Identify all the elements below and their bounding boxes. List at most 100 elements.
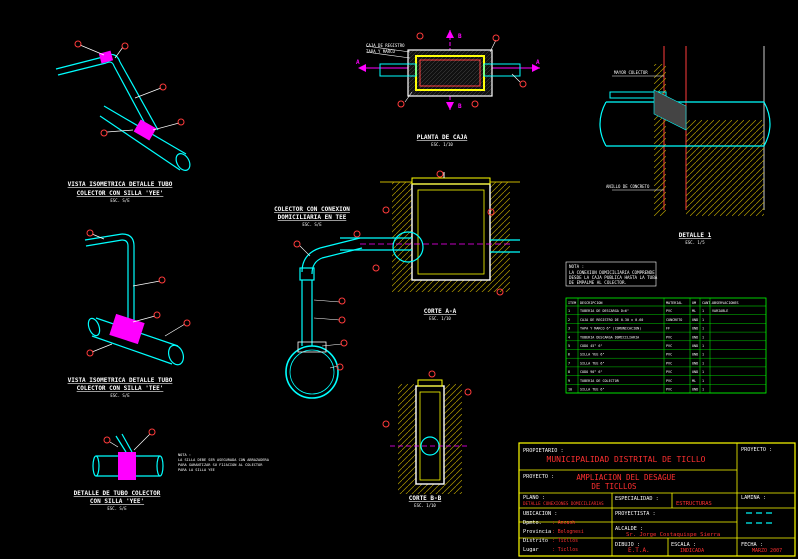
table-cell: SILLA TEE 6"	[580, 388, 605, 392]
table-cell: PVC	[666, 370, 672, 374]
table-cell: UND	[692, 318, 698, 322]
table-cell: VARIABLE	[712, 309, 728, 313]
table-cell: CONCRETO	[666, 318, 682, 322]
iso2-title-line2: COLECTOR CON SILLA 'TEE'	[77, 385, 164, 392]
table-cell: UND	[692, 361, 698, 365]
det1-title: DETALLE 1	[679, 232, 712, 239]
section-a-right: A	[536, 59, 540, 66]
table-cell: ML	[692, 309, 696, 313]
table-header-cell: OBSERVACIONES	[712, 301, 739, 305]
iso1-title-line1: VISTA ISOMETRICA DETALLE TUBO	[68, 181, 173, 188]
table-cell: UND	[692, 344, 698, 348]
isometric-yee-view	[55, 40, 191, 171]
svg-text:ANILLO DE CONCRETO: ANILLO DE CONCRETO	[606, 184, 650, 189]
section-aa-view	[340, 170, 520, 296]
propietario-label: PROPIETARIO :	[523, 448, 564, 454]
tube-detail-view	[92, 428, 164, 480]
iso2-title-line1: VISTA ISOMETRICA DETALLE TUBO	[68, 377, 173, 384]
conn-title-line2: DOMICILIARIA EN TEE	[278, 214, 347, 221]
tube-title-line2: CON SILLA 'YEE'	[90, 498, 144, 505]
tube-title-line1: DETALLE DE TUBO COLECTOR	[74, 490, 161, 497]
plan-scale: ESC. 1/10	[431, 142, 453, 147]
detail-1-view: MAYOR COLECTOR ANILLO DE CONCRETO	[599, 46, 771, 216]
provincia-label: Provincia	[523, 529, 551, 535]
propietario-value: MUNICIPALIDAD DISTRITAL DE TICLLO	[547, 455, 706, 464]
plano-value: DETALLE CONEXIONES DOMICILIARIAS	[523, 501, 604, 506]
escala-value: INDICADA	[680, 548, 704, 554]
table-cell: 4	[568, 335, 570, 339]
table-cell: CODO 45° 6"	[580, 344, 602, 348]
lugar-label: Lugar	[523, 547, 539, 553]
table-header-cell: CANT.	[702, 301, 712, 305]
table-header-cell: MATERIAL	[666, 301, 682, 305]
table-cell: PVC	[666, 309, 672, 313]
table-cell: SILLA YEE 6"	[580, 353, 605, 357]
table-cell: TUBERIA DESCARGA DOMICILIARIA	[580, 335, 639, 339]
table-cell: ML	[692, 379, 696, 383]
title-block	[518, 442, 796, 557]
section-b-bottom: B	[458, 103, 462, 110]
side-note-1: LA SILLA DEBE SER ASEGURADA CON ABRAZADE…	[178, 458, 270, 462]
box-plan-view: CAJA DE REGISTRO TAPA Y MARCO	[358, 30, 540, 110]
section-a-left: A	[356, 59, 360, 66]
iso1-scale: ESC. S/E	[110, 198, 130, 203]
table-cell: 1	[702, 361, 704, 365]
table-cell: 1	[702, 327, 704, 331]
nota-line1: LA CONEXION DOMICILIARIA COMPRENDE	[569, 270, 655, 275]
table-cell: 1	[702, 335, 704, 339]
table-cell: 2	[568, 318, 570, 322]
section-b-top: B	[458, 33, 462, 40]
table-cell: PVC	[666, 344, 672, 348]
table-cell: CODO 90° 6"	[580, 370, 602, 374]
proyecto-num-label: PROYECTO :	[741, 447, 772, 453]
table-cell: PVC	[666, 379, 672, 383]
proyectista-label: PROYECTISTA :	[615, 511, 656, 517]
table-cell: 1	[702, 309, 704, 313]
distrito-label: Distrito	[523, 538, 548, 544]
table-cell: TAPA Y MARCO 6" (COMUNICACION)	[580, 327, 641, 331]
table-cell: PVC	[666, 335, 672, 339]
side-note-2: PARA GARANTIZAR SU FIJACION AL COLECTOR	[178, 463, 263, 467]
table-cell: UND	[692, 353, 698, 357]
lamina-label: LAMINA :	[741, 495, 766, 501]
nota-line3: DE EMPALME AL COLECTOR.	[569, 280, 627, 285]
side-note-3: PARA LA SILLA YEE	[178, 468, 215, 472]
table-cell: 1	[702, 379, 704, 383]
table-cell: 10	[568, 388, 572, 392]
ubicacion-label: UBICACION :	[523, 511, 557, 517]
table-cell: 1	[702, 370, 704, 374]
table-cell: 7	[568, 361, 570, 365]
proyecto-label: PROYECTO :	[523, 474, 554, 480]
table-cell: 1	[568, 309, 570, 313]
table-cell: 6	[568, 353, 570, 357]
plano-label: PLANO :	[523, 495, 545, 501]
svg-text:MAYOR COLECTOR: MAYOR COLECTOR	[614, 70, 648, 75]
table-cell: 1	[702, 344, 704, 348]
table-cell: 8	[568, 370, 570, 374]
table-cell: UND	[692, 388, 698, 392]
table-cell: UND	[692, 370, 698, 374]
det1-scale: ESC. 1/5	[685, 240, 705, 245]
alcalde-label: ALCALDE :	[615, 526, 643, 532]
dibujo-label: DIBUJO :	[615, 542, 640, 548]
departamento-value: : Ancash	[552, 520, 575, 526]
table-cell: UND	[692, 335, 698, 339]
iso2-scale: ESC. S/E	[110, 393, 130, 398]
table-cell: CAJA DE REGISTRO DE 0.30 x 0.60	[580, 318, 643, 322]
alcalde-value: Sr. Jorge Costaquispe Sierra	[626, 532, 720, 538]
proyecto-line2: DE TICLLOS	[591, 482, 637, 491]
table-cell: TUBERIA DE COLECTOR	[580, 379, 620, 383]
tee-connection-view	[285, 230, 363, 399]
table-cell: PVC	[666, 361, 672, 365]
table-cell: 5	[568, 344, 570, 348]
departamento-label: Dpmto.	[523, 520, 542, 526]
dibujo-value: E.T.A.	[628, 547, 650, 554]
provincia-value: : Bolognesi	[552, 529, 584, 535]
table-cell: TUBERIA DE DESCARGA D=6"	[580, 309, 629, 313]
section-bb-view	[382, 370, 472, 494]
iso1-title-line2: COLECTOR CON SILLA 'YEE'	[77, 190, 164, 197]
table-cell: PVC	[666, 388, 672, 392]
table-header-cell: UM	[692, 301, 696, 305]
cut-bb-scale: ESC. 1/10	[414, 503, 436, 508]
